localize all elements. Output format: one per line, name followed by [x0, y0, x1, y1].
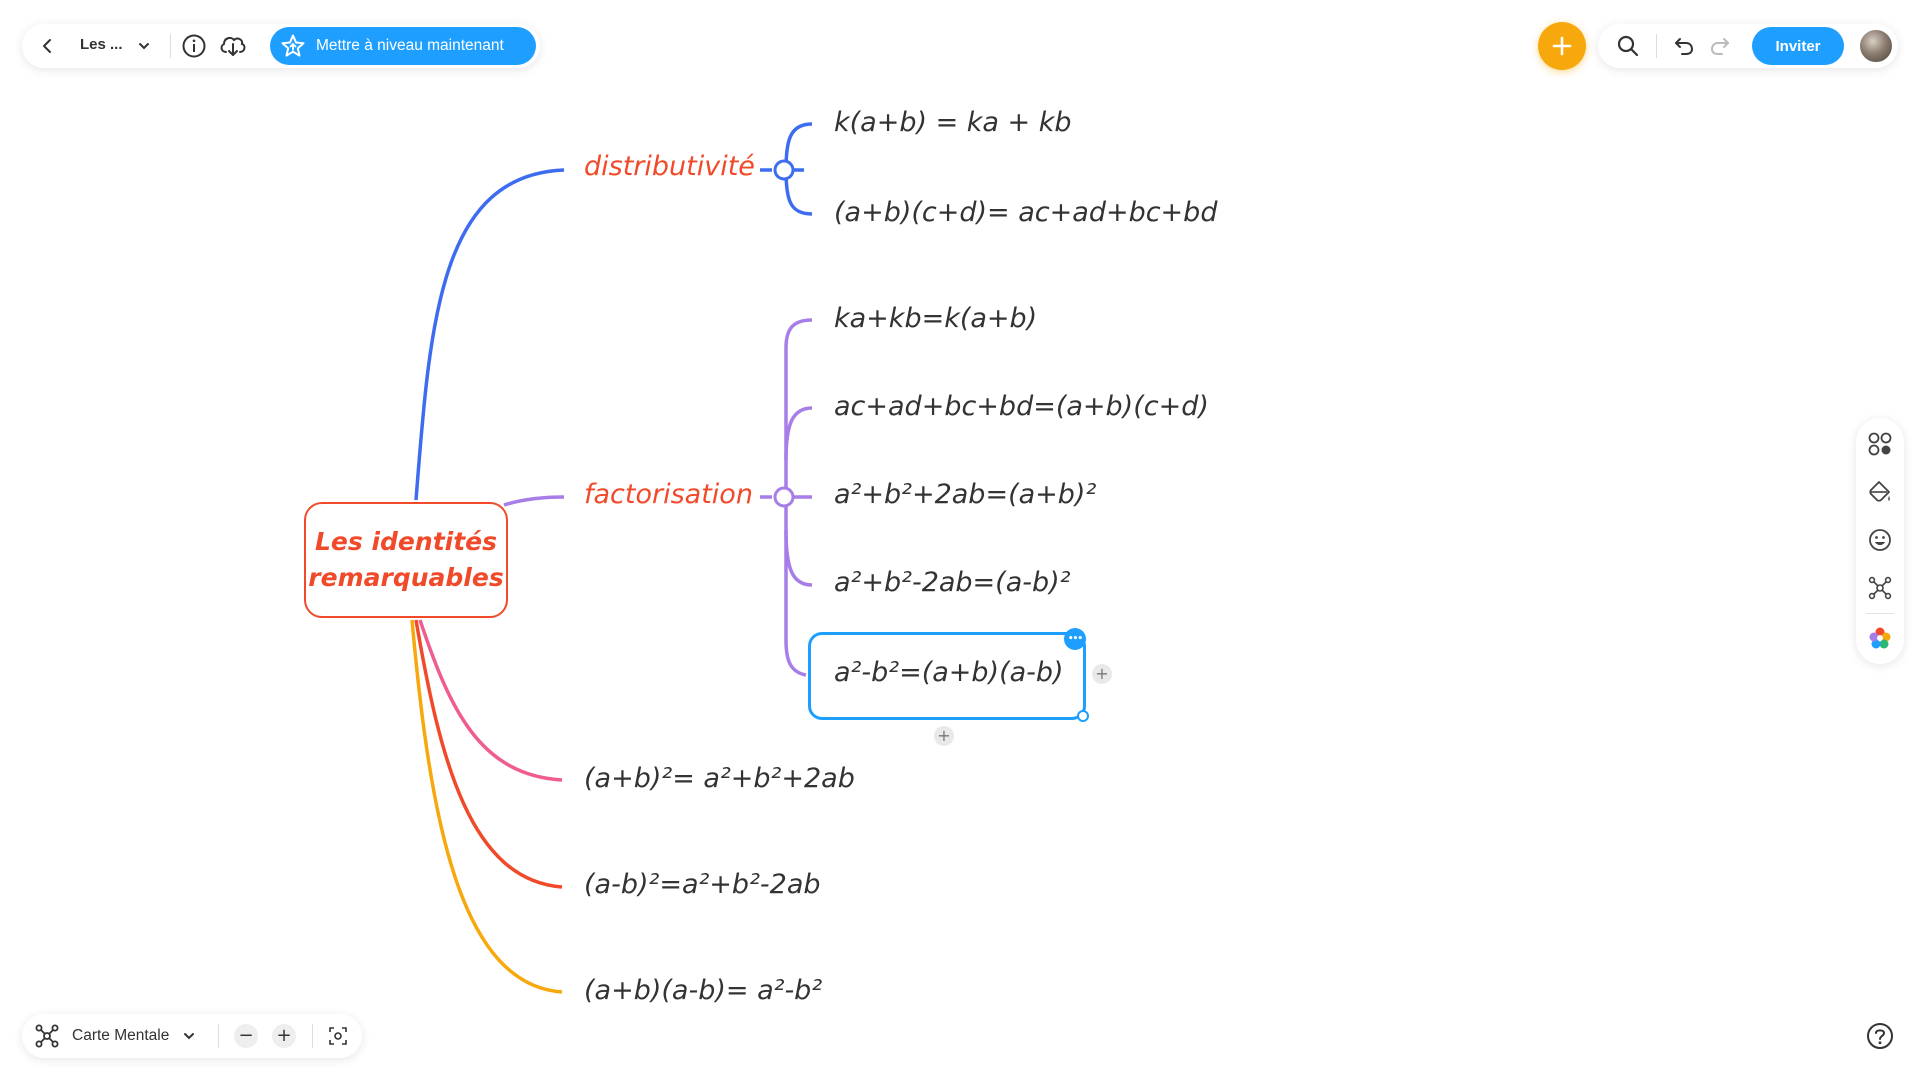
connector-factorisation: [503, 495, 565, 507]
panel-divider: [1866, 613, 1894, 614]
node-more-options-button[interactable]: •••: [1064, 628, 1086, 650]
paint-bucket-icon[interactable]: [1866, 478, 1894, 506]
invite-button[interactable]: Inviter: [1752, 27, 1844, 65]
connector-identity-1: [418, 619, 563, 782]
node-distributivite-1[interactable]: k(a+b) = ka + kb: [834, 107, 1072, 138]
zoom-out-button[interactable]: −: [234, 1024, 258, 1048]
layout-network-icon[interactable]: [1866, 574, 1894, 602]
star-upgrade-icon: [278, 31, 308, 61]
node-identity-1[interactable]: (a+b)²= a²+b²+2ab: [584, 763, 855, 794]
toolbar-divider: [1656, 34, 1657, 58]
toolbar-divider: [170, 34, 171, 58]
document-toolbar: Les ... Mettre à niveau maintenant: [22, 24, 540, 68]
toolbar-divider: [312, 1024, 313, 1048]
node-factorisation-3[interactable]: a²+b²+2ab=(a+b)²: [834, 479, 1097, 510]
node-identity-2[interactable]: (a-b)²=a²+b²-2ab: [584, 869, 821, 900]
add-element-button[interactable]: [1538, 22, 1586, 70]
back-chevron-icon[interactable]: [36, 34, 60, 58]
plus-icon: +: [276, 1025, 292, 1046]
central-topic-line2: remarquables: [308, 563, 504, 592]
cloud-download-icon[interactable]: [218, 32, 248, 60]
structure-icon[interactable]: [1866, 430, 1894, 458]
chevron-down-icon[interactable]: [134, 36, 154, 56]
collapse-toggle-factorisation: [773, 486, 795, 508]
redo-icon[interactable]: [1706, 32, 1734, 60]
node-factorisation-4[interactable]: a²+b²-2ab=(a-b)²: [834, 567, 1071, 598]
connector-distributivite: [414, 168, 565, 501]
minus-icon: −: [238, 1025, 254, 1046]
topic-factorisation[interactable]: factorisation: [584, 479, 753, 510]
mind-map-icon[interactable]: [34, 1023, 60, 1049]
plus-icon: [1552, 36, 1572, 56]
upgrade-now-button[interactable]: Mettre à niveau maintenant: [270, 27, 536, 65]
add-sibling-node-button[interactable]: +: [934, 726, 954, 746]
info-icon[interactable]: [180, 32, 208, 60]
help-icon[interactable]: [1862, 1018, 1898, 1054]
add-child-node-button[interactable]: +: [1092, 664, 1112, 684]
view-controls-bar: Carte Mentale − +: [22, 1014, 362, 1058]
node-factorisation-2[interactable]: ac+ad+bc+bd=(a+b)(c+d): [834, 391, 1209, 422]
color-theme-icon[interactable]: [1866, 624, 1894, 652]
node-factorisation-5[interactable]: a²-b²=(a+b)(a-b): [834, 657, 1064, 688]
chevron-down-icon[interactable]: [180, 1027, 198, 1045]
upgrade-now-label: Mettre à niveau maintenant: [316, 37, 504, 54]
zoom-in-button[interactable]: +: [272, 1024, 296, 1048]
toolbar-divider: [218, 1024, 219, 1048]
document-title[interactable]: Les ...: [80, 36, 123, 53]
central-topic-line1: Les identités: [315, 527, 497, 556]
view-mode-label[interactable]: Carte Mentale: [72, 1027, 170, 1044]
undo-icon[interactable]: [1670, 32, 1698, 60]
user-avatar[interactable]: [1858, 28, 1894, 64]
connector-identity-3: [410, 619, 563, 994]
node-distributivite-2[interactable]: (a+b)(c+d)= ac+ad+bc+bd: [834, 197, 1218, 228]
collaboration-toolbar: Inviter: [1598, 24, 1898, 68]
collapse-toggle-distributivite: [773, 159, 795, 181]
connector-identity-2: [414, 619, 563, 889]
search-icon[interactable]: [1614, 32, 1642, 60]
topic-distributivite[interactable]: distributivité: [584, 151, 755, 182]
fit-to-screen-icon[interactable]: [326, 1024, 350, 1048]
central-topic[interactable]: Les identités remarquables: [304, 502, 508, 618]
node-factorisation-1[interactable]: ka+kb=k(a+b): [834, 303, 1038, 334]
node-resize-handle[interactable]: [1077, 710, 1089, 722]
sticker-emoji-icon[interactable]: [1866, 526, 1894, 554]
selected-node-frame[interactable]: [808, 632, 1086, 720]
node-identity-3[interactable]: (a+b)(a-b)= a²-b²: [584, 975, 823, 1006]
side-tools-panel: [1856, 418, 1904, 664]
